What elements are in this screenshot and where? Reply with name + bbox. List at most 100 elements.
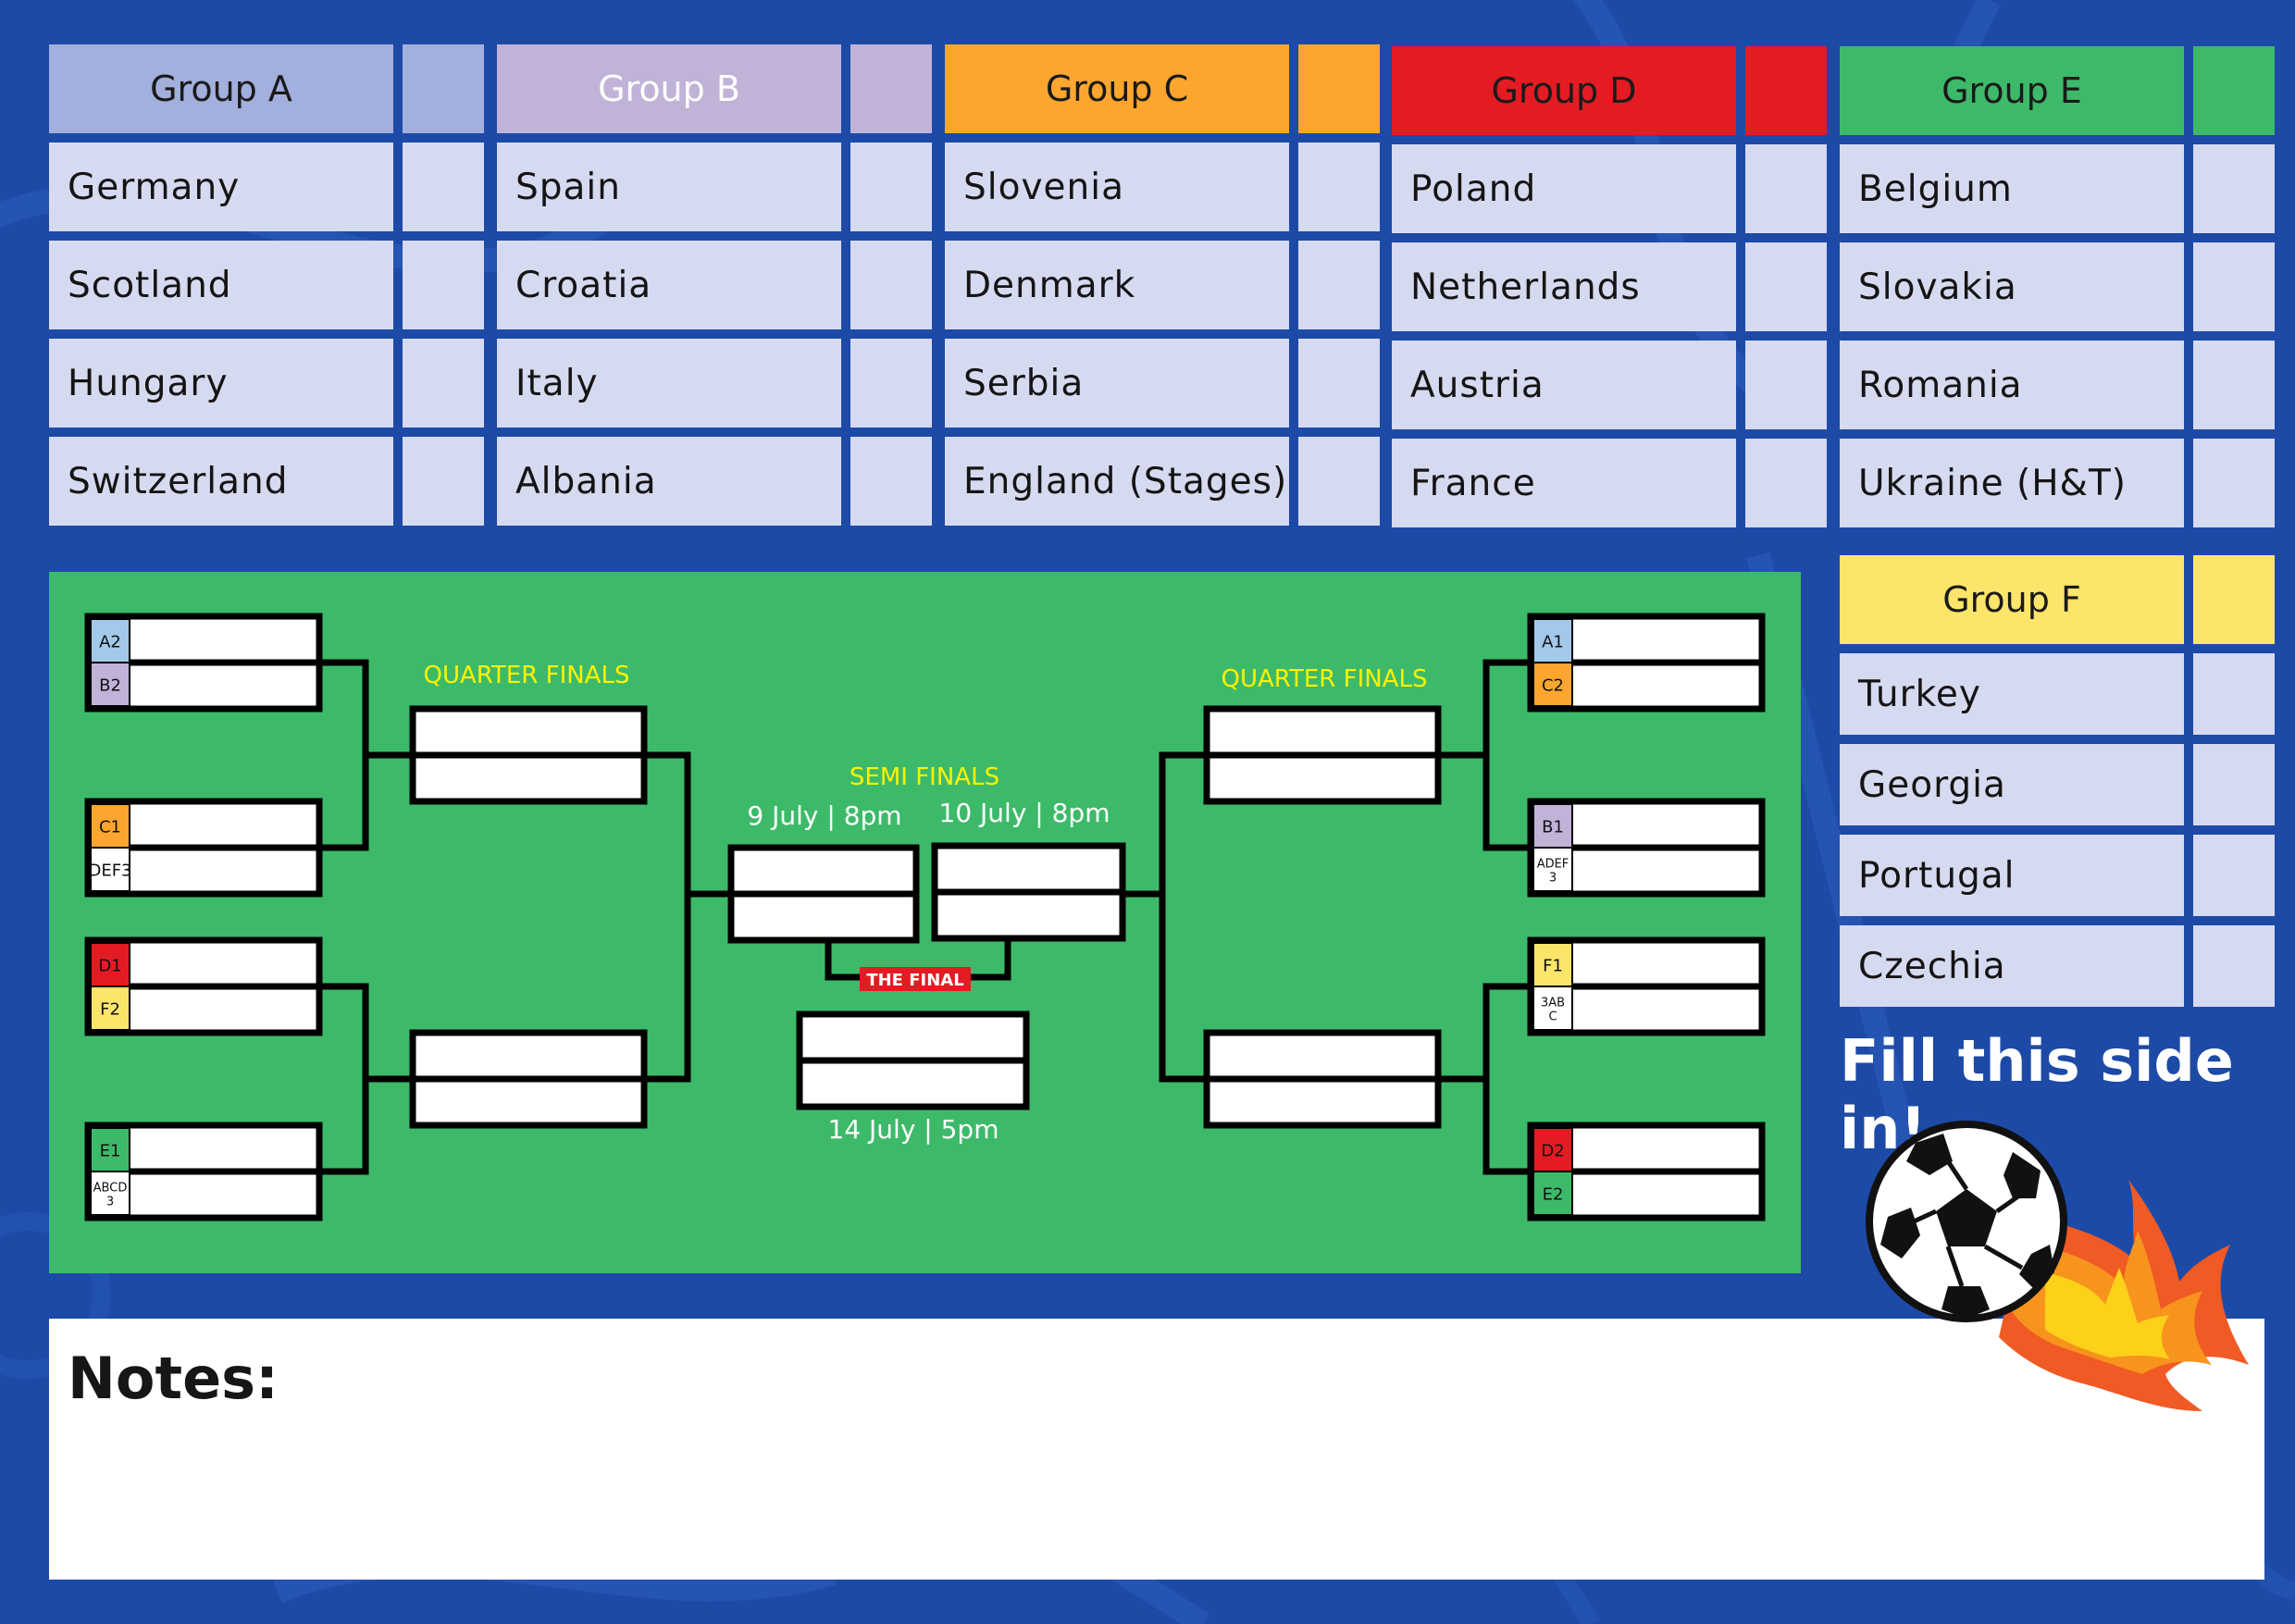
seed-label: E1 (100, 1142, 121, 1161)
quarter-finals-label-right: QUARTER FINALS (1222, 665, 1428, 693)
seed-label: A2 (99, 633, 121, 652)
team-name-cell: Czechia (1840, 925, 2184, 1007)
team-score-input[interactable] (850, 241, 932, 329)
team-score-input[interactable] (2193, 653, 2275, 735)
team-score-input[interactable] (403, 437, 484, 526)
team-score-input[interactable] (403, 241, 484, 329)
team-score-input[interactable] (850, 143, 932, 231)
group-header-score-cell (403, 44, 484, 133)
seed-badge-b2 (90, 662, 130, 707)
seed-label: B2 (99, 676, 121, 696)
team-score-input[interactable] (403, 143, 484, 231)
group-f-header: Group F (1840, 555, 2184, 644)
fill-side-text: Fill this side in! (1840, 1027, 2234, 1162)
seed-label: F1 (1543, 957, 1563, 976)
seed-label: 3 (106, 1196, 114, 1209)
team-name-cell: Serbia (945, 339, 1289, 428)
final-date: 14 July | 5pm (828, 1114, 999, 1145)
team-name-cell: Italy (497, 339, 841, 428)
seed-badge-b1 (1532, 803, 1573, 849)
team-name-cell: Poland (1392, 144, 1736, 233)
team-score-input[interactable] (2193, 242, 2275, 331)
football-icon (1866, 1121, 2249, 1411)
seed-label: A1 (1542, 633, 1564, 652)
team-name-cell: Denmark (945, 241, 1289, 329)
team-name-cell: Albania (497, 437, 841, 526)
team-name-cell: Scotland (49, 241, 393, 329)
team-name-cell: Slovakia (1840, 242, 2184, 331)
team-name-cell: Germany (49, 143, 393, 231)
group-a-header: Group A (49, 44, 393, 133)
seed-label: 3AB (1541, 997, 1565, 1010)
team-name-cell: Spain (497, 143, 841, 231)
seed-label: E2 (1543, 1185, 1564, 1205)
team-name-cell: Georgia (1840, 744, 2184, 825)
team-score-input[interactable] (403, 339, 484, 428)
group-header-score-cell (1745, 46, 1827, 135)
seed-label: C1 (99, 818, 121, 837)
team-name-cell: Netherlands (1392, 242, 1736, 331)
team-name-cell: Slovenia (945, 143, 1289, 231)
seed-badge-f1 (1532, 942, 1573, 987)
team-score-input[interactable] (1298, 143, 1380, 231)
team-score-input[interactable] (2193, 439, 2275, 527)
team-score-input[interactable] (1298, 241, 1380, 329)
notes-area[interactable]: Notes: (49, 1319, 2264, 1580)
seed-label: C2 (1542, 676, 1564, 696)
team-score-input[interactable] (1745, 242, 1827, 331)
bracket-diagram: A2B2C1DEF3D1F2E1ABCD3A1C2B1ADEF3F13ABCD2… (84, 613, 1766, 1221)
seed-label: D1 (98, 957, 121, 976)
seed-badge-c1 (90, 803, 130, 849)
team-name-cell: Croatia (497, 241, 841, 329)
team-name-cell: Belgium (1840, 144, 2184, 233)
seed-badge-a2 (90, 618, 130, 663)
seed-label: 3 (1549, 872, 1557, 886)
team-name-cell: Ukraine (H&T) (1840, 439, 2184, 527)
group-header-score-cell (2193, 555, 2275, 644)
group-header-score-cell (1298, 44, 1380, 133)
team-name-cell: Switzerland (49, 437, 393, 526)
team-name-cell: Austria (1392, 341, 1736, 429)
quarter-finals-label-left: QUARTER FINALS (424, 662, 630, 689)
team-name-cell: Portugal (1840, 835, 2184, 916)
seed-badge-def3 (90, 847, 130, 892)
semi-finals-label: SEMI FINALS (850, 763, 999, 791)
seed-label: D2 (1541, 1142, 1564, 1161)
team-name-cell: Turkey (1840, 653, 2184, 735)
seed-label: ADEF (1537, 858, 1569, 872)
seed-badge-e1 (90, 1127, 130, 1172)
final-banner (860, 967, 971, 991)
seed-label: ABCD (93, 1182, 128, 1196)
team-name-cell: Romania (1840, 341, 2184, 429)
team-score-input[interactable] (1745, 341, 1827, 429)
team-score-input[interactable] (1298, 437, 1380, 526)
semi-final-date-2: 10 July | 8pm (939, 798, 1110, 828)
final-label: THE FINAL (866, 971, 963, 990)
team-score-input[interactable] (2193, 144, 2275, 233)
seed-badge-c2 (1532, 662, 1573, 707)
team-score-input[interactable] (2193, 925, 2275, 1007)
team-name-cell: Hungary (49, 339, 393, 428)
team-score-input[interactable] (1745, 144, 1827, 233)
seed-label: F2 (100, 1000, 120, 1020)
team-score-input[interactable] (1298, 339, 1380, 428)
group-header-score-cell (2193, 46, 2275, 135)
team-name-cell: France (1392, 439, 1736, 527)
seed-badge-e2 (1532, 1171, 1573, 1216)
seed-label: DEF3 (88, 862, 131, 881)
team-score-input[interactable] (850, 437, 932, 526)
team-score-input[interactable] (2193, 744, 2275, 825)
team-score-input[interactable] (2193, 341, 2275, 429)
group-b-header: Group B (497, 44, 841, 133)
group-c-header: Group C (945, 44, 1289, 133)
team-score-input[interactable] (2193, 835, 2275, 916)
notes-label: Notes: (68, 1345, 279, 1412)
team-score-input[interactable] (850, 339, 932, 428)
group-e-header: Group E (1840, 46, 2184, 135)
seed-badge-abcd3 (90, 1171, 130, 1216)
team-name-cell: England (Stages) (945, 437, 1289, 526)
team-score-input[interactable] (1745, 439, 1827, 527)
seed-badge-d2 (1532, 1127, 1573, 1172)
seed-badge-abc3 (1532, 986, 1573, 1031)
